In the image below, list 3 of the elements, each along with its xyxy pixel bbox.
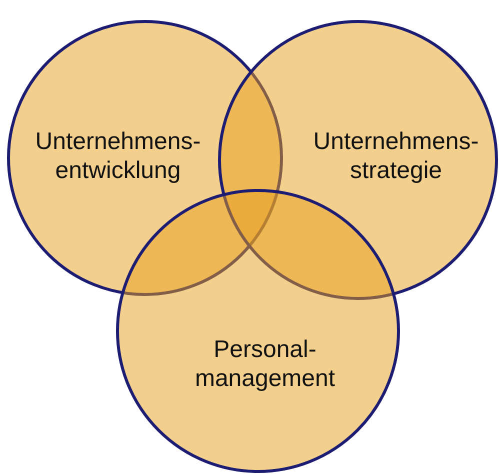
circle-label: Personal- management: [194, 335, 336, 393]
circle-label: Unternehmens- entwicklung: [34, 127, 202, 185]
circle-label: Unternehmens- strategie: [312, 127, 480, 185]
